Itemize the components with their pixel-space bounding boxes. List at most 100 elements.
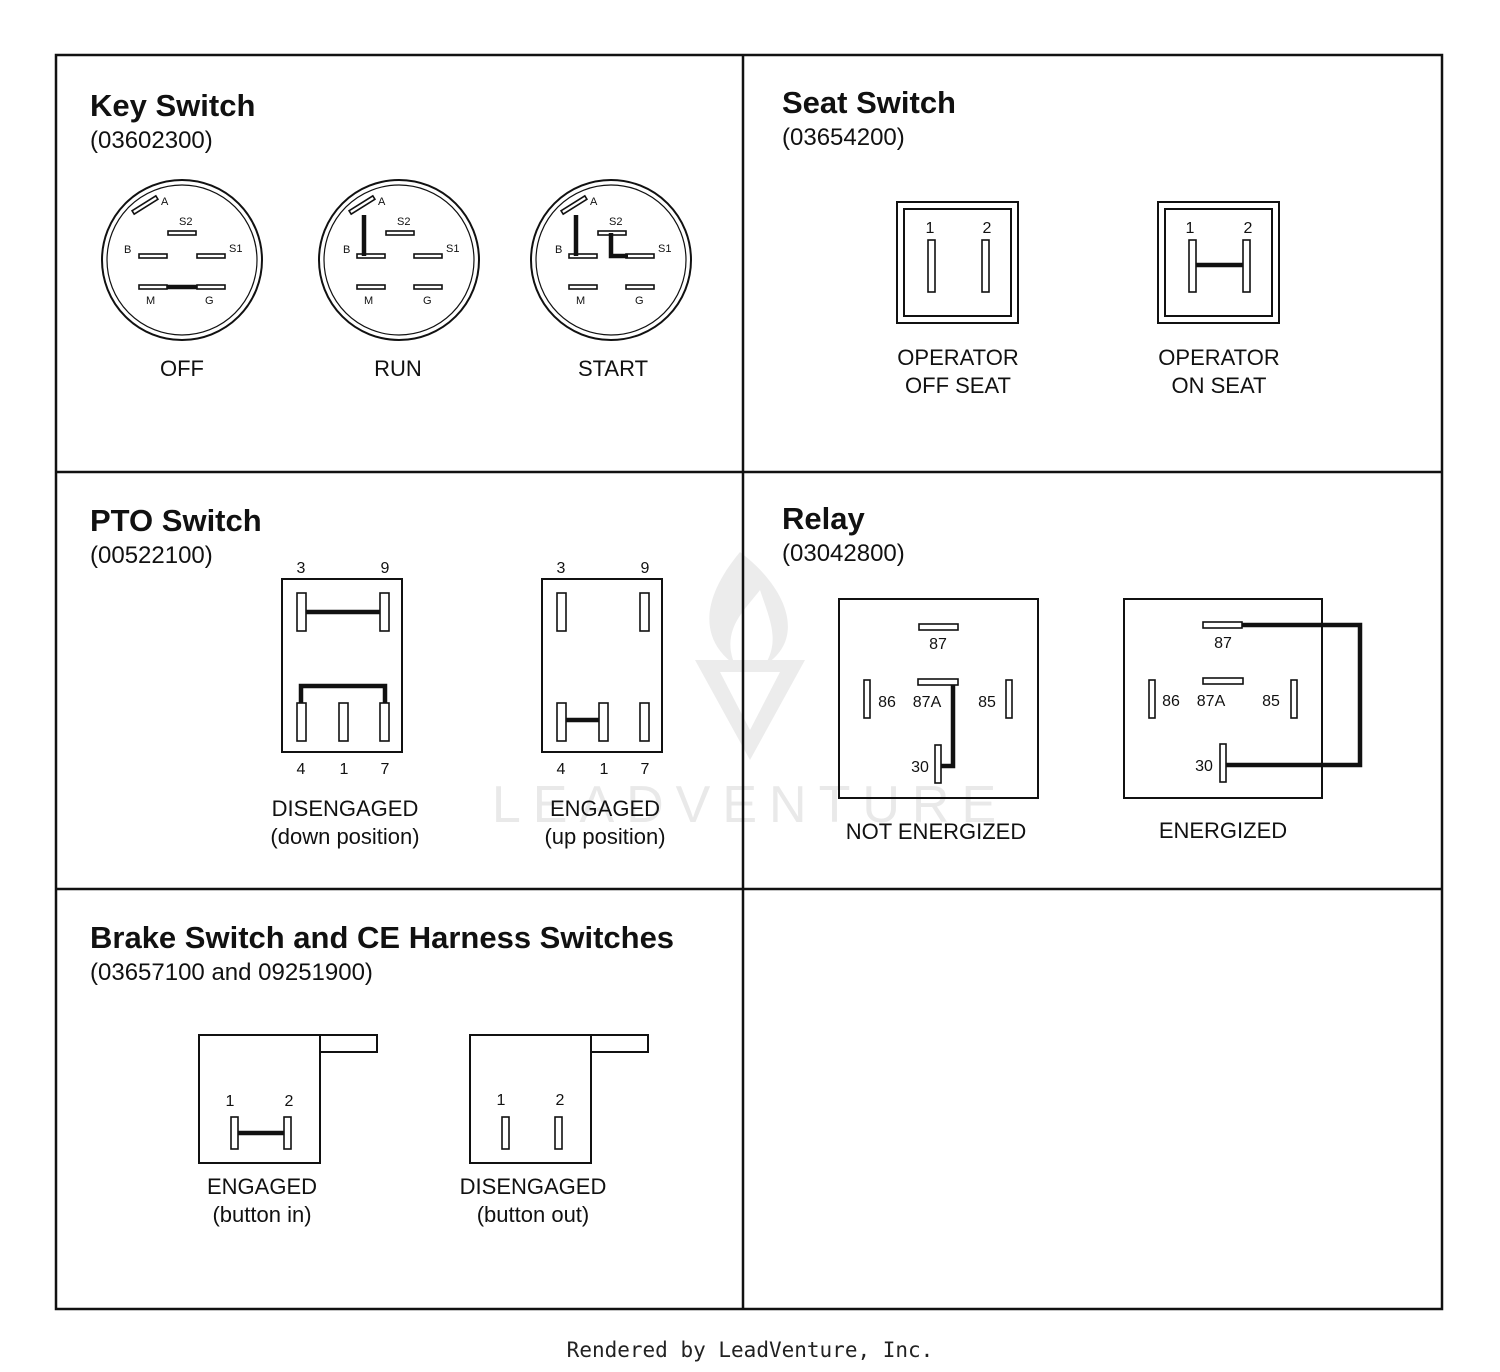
- pin-label-g: G: [635, 295, 644, 307]
- terminal-m: [568, 284, 598, 290]
- terminal-2: [554, 1116, 563, 1150]
- terminal-a: [559, 194, 589, 216]
- switch-body: [469, 1034, 592, 1164]
- terminal-a: [130, 194, 160, 216]
- pin-label-m: M: [146, 295, 155, 307]
- pin-label-87: 87: [929, 636, 947, 653]
- switch-body: [198, 1034, 321, 1164]
- terminal-87a: [1202, 677, 1244, 685]
- key-switch-state-off: OFF: [160, 356, 204, 381]
- pin-label-s1: S1: [658, 243, 671, 255]
- pin-label-4: 4: [297, 761, 306, 778]
- pto-engaged-label-line1: ENGAGED: [550, 796, 660, 821]
- switch-body: [541, 578, 663, 753]
- outer-border: [54, 53, 1444, 1311]
- pto-disengaged-diagram: 3 9 4 1 7 DISENGAGED (down position): [270, 560, 419, 849]
- switch-body: [281, 578, 403, 753]
- seat-switch-on-seat-diagram: 1 2 OPERATOR ON SEAT: [1157, 201, 1280, 398]
- brake-disengaged-diagram: 1 2 DISENGAGED (button out): [460, 1034, 649, 1227]
- relay-body: [1123, 598, 1323, 799]
- pin-label-4: 4: [557, 761, 566, 778]
- pto-engaged-diagram: 3 9 4 1 7 ENGAGED (up position): [541, 560, 666, 849]
- connector-inner-ring: [106, 184, 258, 336]
- pin-label-1: 1: [600, 761, 609, 778]
- pin-label-1: 1: [340, 761, 349, 778]
- terminal-87: [1202, 621, 1243, 629]
- connector-outer-ring: [318, 179, 480, 341]
- pin-label-1: 1: [926, 220, 935, 237]
- brake-switch-panel: Brake Switch and CE Harness Switches (03…: [90, 920, 674, 1227]
- terminal-85: [1290, 679, 1298, 719]
- pin-label-7: 7: [381, 761, 390, 778]
- relay-energized-label: ENERGIZED: [1159, 818, 1287, 843]
- pin-label-87a: 87A: [1197, 693, 1226, 710]
- watermark-v-icon: [695, 660, 805, 760]
- terminal-g: [413, 284, 443, 290]
- key-switch-off-diagram: A S2 B S1 M G OFF: [101, 179, 263, 381]
- key-switch-run-diagram: A S2 B S1 M G RUN: [318, 179, 480, 381]
- pin-label-s1: S1: [229, 243, 242, 255]
- relay-panel: Relay (03042800) 87 87A 86 85 30 NOT ENE…: [782, 501, 1363, 844]
- terminal-s2: [385, 230, 415, 236]
- key-switch-part-number: (03602300): [90, 127, 213, 154]
- terminal-4: [296, 702, 307, 742]
- key-switch-title: Key Switch: [90, 88, 255, 123]
- connector-outer-ring: [101, 179, 263, 341]
- pin-label-87: 87: [1214, 635, 1232, 652]
- jumper-87-30: [1226, 622, 1363, 768]
- terminal-3: [556, 592, 567, 632]
- terminal-30: [1219, 743, 1227, 783]
- pto-disengaged-label-line2: (down position): [270, 824, 419, 849]
- pin-label-b: B: [343, 244, 350, 256]
- pin-label-b: B: [124, 244, 131, 256]
- switch-plunger: [319, 1034, 378, 1053]
- switch-body-outer: [896, 201, 1019, 324]
- seat-on-label-line1: OPERATOR: [1158, 345, 1279, 370]
- terminal-85: [1005, 679, 1013, 719]
- pin-label-2: 2: [285, 1093, 294, 1110]
- pin-label-s2: S2: [397, 216, 410, 228]
- grid-frame: [54, 53, 1444, 1311]
- key-switch-start-diagram: A S2 B S1 M G START: [530, 179, 692, 381]
- terminal-9: [379, 592, 390, 632]
- pin-label-85: 85: [1262, 693, 1280, 710]
- terminal-1: [501, 1116, 510, 1150]
- terminal-1: [230, 1116, 239, 1150]
- terminal-86: [1148, 679, 1156, 719]
- jumper-4-7: [298, 683, 388, 703]
- pin-label-m: M: [576, 295, 585, 307]
- pin-label-s1: S1: [446, 243, 459, 255]
- terminal-1: [927, 239, 936, 293]
- brake-engaged-diagram: 1 2 ENGAGED (button in): [198, 1034, 378, 1227]
- pin-label-9: 9: [641, 560, 650, 577]
- terminal-1: [1188, 239, 1197, 293]
- pin-label-a: A: [590, 196, 598, 208]
- seat-on-label-line2: ON SEAT: [1172, 373, 1267, 398]
- key-switch-state-run: RUN: [374, 356, 422, 381]
- connector-inner-ring: [535, 184, 687, 336]
- relay-body: [838, 598, 1039, 799]
- pto-disengaged-label-line1: DISENGAGED: [272, 796, 419, 821]
- seat-off-label-line2: OFF SEAT: [905, 373, 1011, 398]
- terminal-m: [138, 284, 168, 290]
- watermark: LEADVENTURE: [492, 552, 996, 834]
- pin-label-a: A: [378, 196, 386, 208]
- terminal-s1: [196, 253, 226, 259]
- pto-switch-panel: PTO Switch (00522100) 3 9 4 1 7 DISENGAG…: [90, 503, 666, 849]
- seat-switch-off-seat-diagram: 1 2 OPERATOR OFF SEAT: [896, 201, 1019, 398]
- terminal-1: [598, 702, 609, 742]
- terminal-2: [283, 1116, 292, 1150]
- terminal-g: [196, 284, 226, 290]
- terminal-b: [568, 253, 598, 259]
- brake-engaged-label-line2: (button in): [212, 1202, 311, 1227]
- pin-label-86: 86: [1162, 693, 1180, 710]
- brake-disengaged-label-line1: DISENGAGED: [460, 1174, 607, 1199]
- switch-body-inner: [1164, 208, 1273, 317]
- pin-label-30: 30: [1195, 758, 1213, 775]
- pin-label-30: 30: [911, 759, 929, 776]
- seat-switch-title: Seat Switch: [782, 85, 956, 120]
- terminal-m: [356, 284, 386, 290]
- terminal-30: [934, 744, 942, 784]
- connector-outer-ring: [530, 179, 692, 341]
